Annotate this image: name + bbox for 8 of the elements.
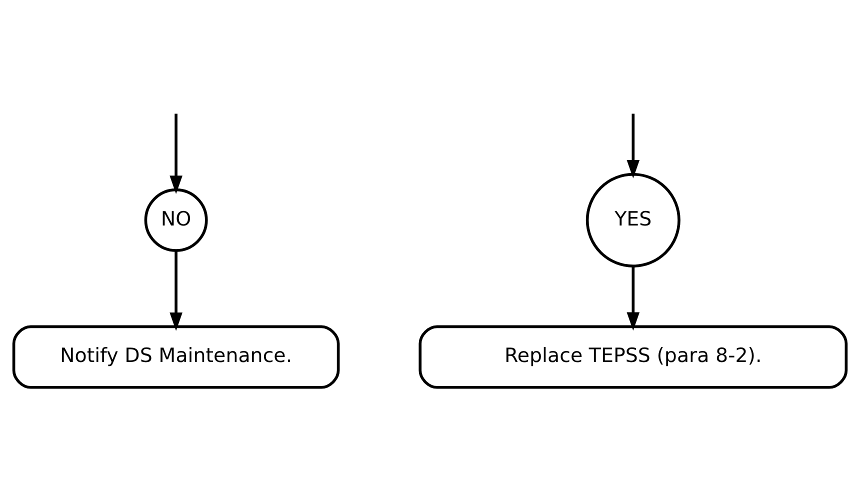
arrow <box>626 266 640 330</box>
arrow <box>626 113 640 178</box>
arrow <box>170 250 182 330</box>
node-box: Replace TEPSS (para 8-2). <box>418 324 848 388</box>
node-box: Notify DS Maintenance. <box>12 324 340 388</box>
node-circle: YES <box>586 172 680 267</box>
arrow <box>170 113 182 194</box>
node-circle: NO <box>144 188 208 252</box>
